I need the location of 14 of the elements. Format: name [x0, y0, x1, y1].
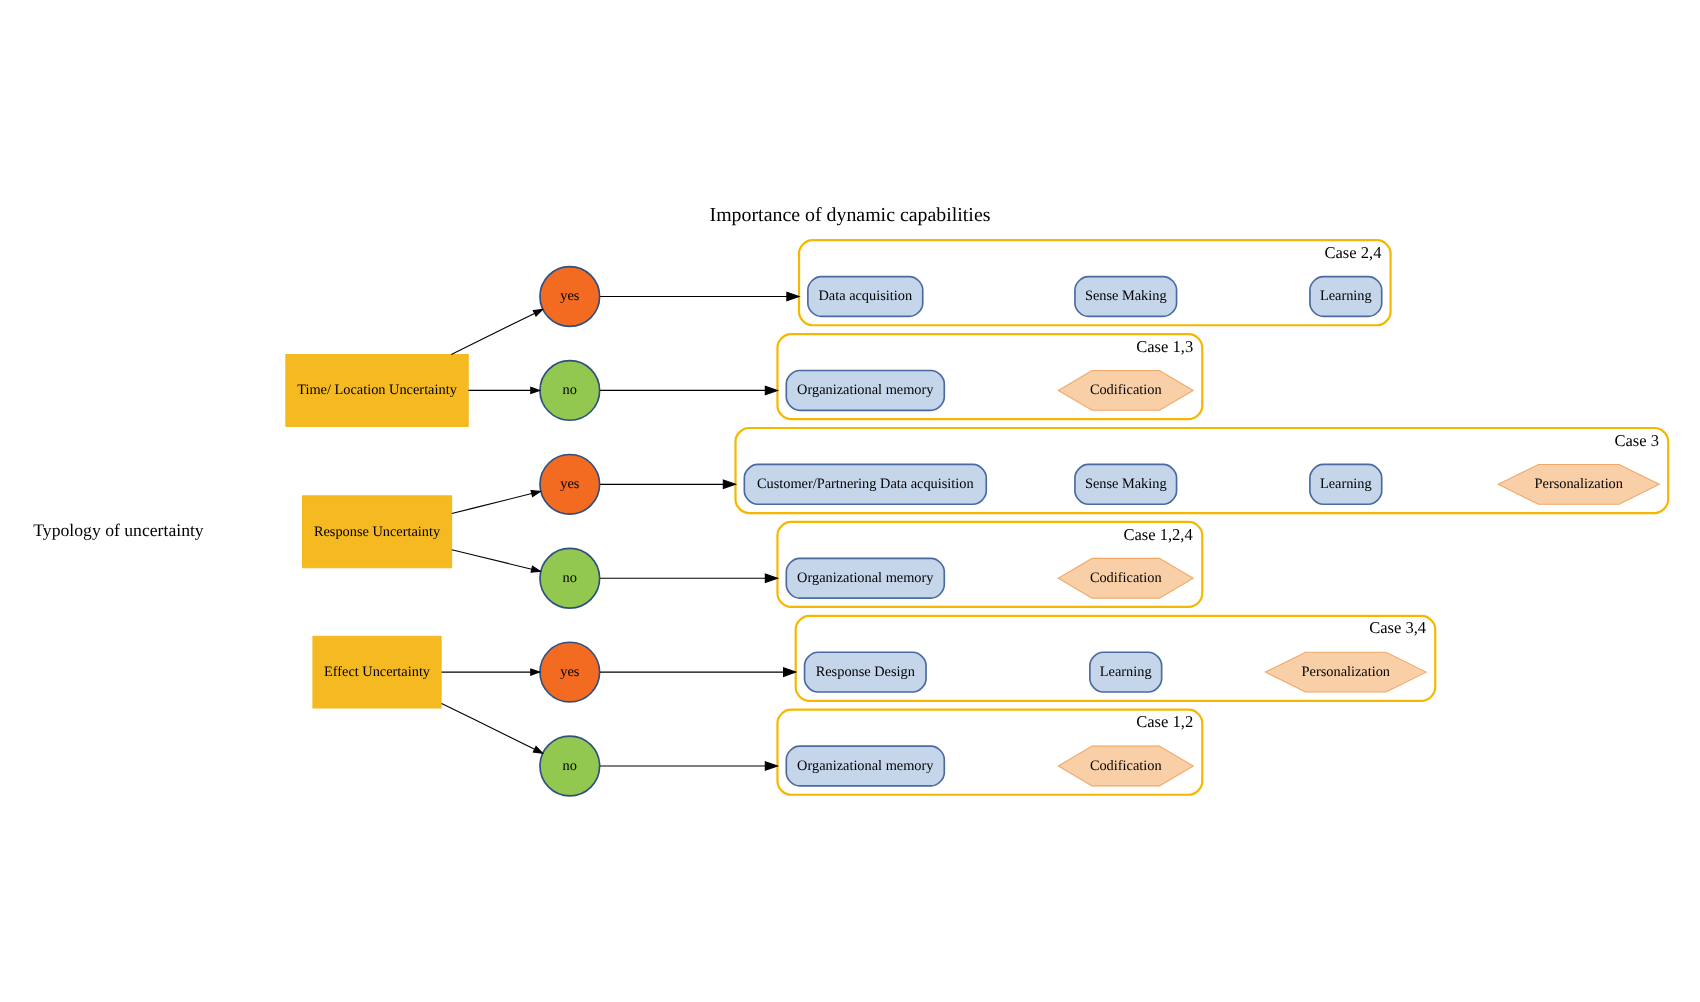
arrow [599, 384, 780, 395]
arrow [450, 307, 545, 354]
arrow [599, 760, 780, 771]
arrow [599, 290, 801, 301]
arrow [451, 548, 542, 572]
arrow [599, 572, 780, 583]
arrow [599, 666, 798, 677]
arrow [451, 488, 542, 513]
arrow [441, 701, 545, 753]
label: Typology of uncertainty [33, 519, 204, 540]
arrow [441, 667, 542, 675]
diagram-title: Importance of dynamic capabilities [709, 203, 991, 226]
arrow [599, 478, 738, 489]
arrow [467, 385, 542, 394]
